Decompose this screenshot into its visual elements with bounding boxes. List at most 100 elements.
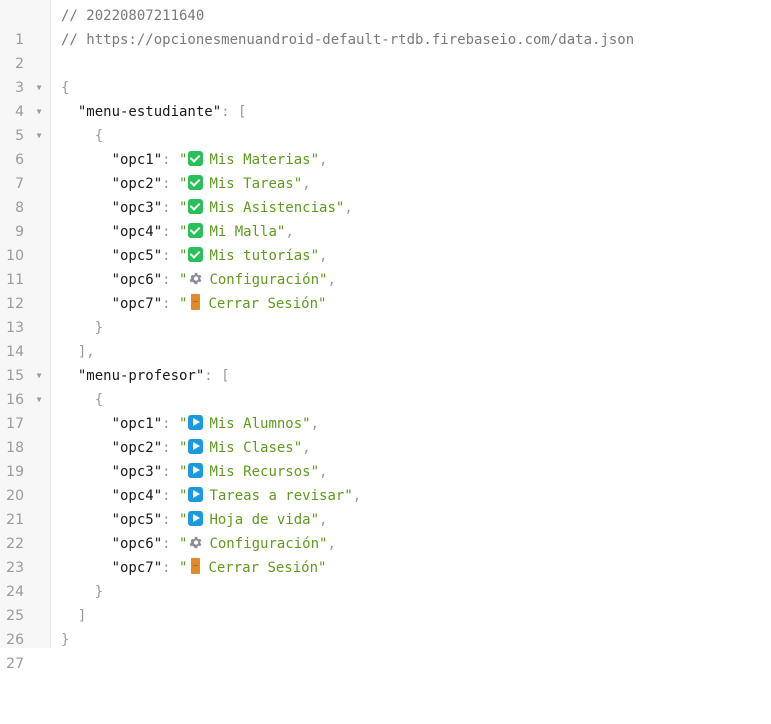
line-number: 13	[6, 320, 24, 336]
line-number: 23	[6, 560, 24, 576]
json-key: "opc2"	[111, 440, 163, 456]
code-line: 4 ▼ {	[0, 76, 771, 120]
timestamp-comment: // 20220807211640	[61, 8, 205, 24]
line-number: 20	[6, 488, 24, 504]
play-button-icon	[188, 439, 204, 454]
code-line: 17 ▼ {	[0, 388, 771, 432]
code-line: 22 "opc5": "Hoja de vida",	[0, 508, 771, 552]
code-line: 7 "opc1": "Mis Materias",	[0, 148, 771, 192]
json-key: "menu-estudiante"	[77, 104, 222, 120]
json-string-value: Mis Alumnos	[209, 416, 303, 432]
json-string-value: Mis Materias	[209, 152, 311, 168]
json-key: "opc5"	[111, 248, 163, 264]
line-number: 8	[15, 200, 24, 216]
fold-toggle-icon[interactable]: ▼	[36, 395, 42, 404]
code-line: 10 "opc4": "Mi Malla",	[0, 220, 771, 264]
play-button-icon	[188, 487, 204, 502]
json-string-value: Tareas a revisar	[209, 488, 345, 504]
json-key: "opc3"	[111, 200, 163, 216]
close-bracket: ],	[77, 344, 95, 360]
json-key: "opc1"	[111, 416, 163, 432]
code-line: 15 ],	[0, 340, 771, 384]
code-line: 5 ▼ "menu-estudiante": [	[0, 100, 771, 144]
fold-toggle-icon[interactable]: ▼	[36, 131, 42, 140]
json-string-value: Mis Asistencias	[209, 200, 336, 216]
json-string-value: Configuración	[209, 536, 320, 552]
door-icon	[191, 294, 201, 310]
code-line: 2 // https://opcionesmenuandroid-default…	[0, 28, 771, 72]
line-number: 16	[6, 392, 24, 408]
check-mark-icon	[188, 223, 204, 238]
line-number: 27	[6, 656, 24, 672]
line-number: 11	[6, 272, 24, 288]
check-mark-icon	[188, 199, 204, 214]
gear-icon	[188, 535, 203, 550]
code-line: 14 }	[0, 316, 771, 360]
line-number: 7	[15, 176, 24, 192]
line-number: 2	[15, 56, 24, 72]
json-string-value: Mis tutorías	[209, 248, 311, 264]
door-icon	[191, 558, 201, 574]
punctuation: : [	[221, 104, 247, 120]
play-button-icon	[188, 415, 204, 430]
json-key: "opc7"	[111, 560, 163, 576]
line-number: 1	[15, 32, 24, 48]
code-line: 27 }	[0, 628, 771, 672]
open-brace: {	[94, 128, 104, 144]
fold-toggle-icon[interactable]: ▼	[36, 371, 42, 380]
json-string-value: Hoja de vida	[209, 512, 311, 528]
line-number: 17	[6, 416, 24, 432]
code-line: 12 "opc6": "Configuración",	[0, 268, 771, 312]
json-key: "opc6"	[111, 536, 163, 552]
line-number: 24	[6, 584, 24, 600]
open-brace: {	[94, 392, 104, 408]
line-number: 9	[15, 224, 24, 240]
code-line: 6 ▼ {	[0, 124, 771, 168]
json-string-value: Cerrar Sesión	[208, 560, 319, 576]
line-number: 5	[15, 128, 24, 144]
json-key: "opc4"	[111, 224, 163, 240]
json-key: "opc1"	[111, 152, 163, 168]
close-bracket: ]	[77, 608, 87, 624]
json-key: "menu-profesor"	[77, 368, 205, 384]
code-line: 20 "opc3": "Mis Recursos",	[0, 460, 771, 504]
close-brace: }	[94, 320, 104, 336]
play-button-icon	[188, 463, 204, 478]
line-number: 12	[6, 296, 24, 312]
line-number: 19	[6, 464, 24, 480]
line-number: 18	[6, 440, 24, 456]
code-lines: 1 // 20220807211640 2 // https://opcione…	[0, 4, 771, 672]
code-line: 24 "opc7": "Cerrar Sesión"	[0, 556, 771, 600]
open-brace: {	[61, 80, 70, 96]
check-mark-icon	[188, 151, 204, 166]
json-string-value: Configuración	[209, 272, 320, 288]
line-number: 26	[6, 632, 24, 648]
line-number: 21	[6, 512, 24, 528]
line-number: 3	[15, 80, 24, 96]
fold-toggle-icon[interactable]: ▼	[36, 107, 42, 116]
code-line: 3	[0, 52, 771, 96]
code-line: 16 ▼ "menu-profesor": [	[0, 364, 771, 408]
code-line: 18 "opc1": "Mis Alumnos",	[0, 412, 771, 456]
url-comment: // https://opcionesmenuandroid-default-r…	[61, 32, 635, 48]
close-brace: }	[61, 632, 70, 648]
line-number: 4	[15, 104, 24, 120]
json-key: "opc3"	[111, 464, 163, 480]
code-line: 19 "opc2": "Mis Clases",	[0, 436, 771, 480]
code-line: 21 "opc4": "Tareas a revisar",	[0, 484, 771, 528]
json-string-value: Mi Malla	[209, 224, 277, 240]
code-line: 11 "opc5": "Mis tutorías",	[0, 244, 771, 288]
json-key: "opc6"	[111, 272, 163, 288]
code-line: 26 ]	[0, 604, 771, 648]
json-string-value: Mis Tareas	[209, 176, 294, 192]
json-viewer: 1 // 20220807211640 2 // https://opcione…	[0, 0, 771, 648]
json-string-value: Cerrar Sesión	[208, 296, 319, 312]
code-line: 13 "opc7": "Cerrar Sesión"	[0, 292, 771, 336]
code-line: 25 }	[0, 580, 771, 624]
check-mark-icon	[188, 175, 204, 190]
line-number: 15	[6, 368, 24, 384]
check-mark-icon	[188, 247, 204, 262]
json-string-value: Mis Recursos	[209, 464, 311, 480]
fold-toggle-icon[interactable]: ▼	[36, 83, 42, 92]
code-line: 8 "opc2": "Mis Tareas",	[0, 172, 771, 216]
